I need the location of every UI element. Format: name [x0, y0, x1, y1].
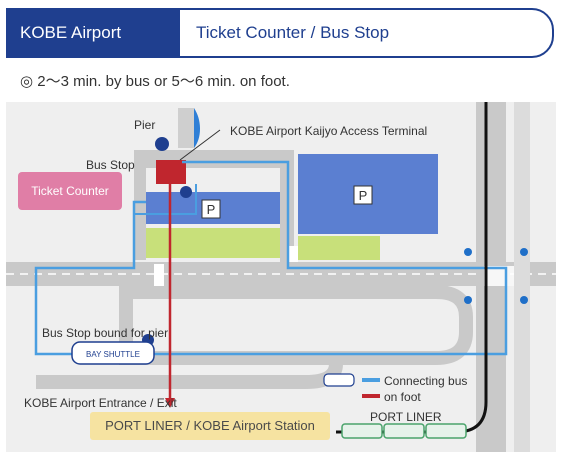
port-liner-train — [341, 423, 467, 439]
entrance-exit-label: KOBE Airport Entrance / Exit — [24, 396, 177, 410]
bus-stop-pier-label: Bus Stop bound for pier — [42, 326, 169, 340]
crosswalk-2 — [154, 264, 164, 286]
traffic-light-2 — [520, 248, 528, 256]
pier-label: Pier — [134, 118, 156, 132]
travel-time-note: ◎ 2〜3 min. by bus or 5〜6 min. on foot. — [20, 73, 290, 90]
east-road-2 — [514, 102, 530, 452]
traffic-light-3 — [464, 296, 472, 304]
port-liner-station-label: PORT LINER / KOBE Airport Station — [90, 412, 330, 440]
pier — [178, 108, 194, 148]
crosswalk-1 — [288, 246, 298, 262]
traffic-light-4 — [520, 296, 528, 304]
bay-shuttle-label: BAY SHUTTLE — [86, 350, 140, 359]
header-section-title: Ticket Counter / Bus Stop — [196, 23, 390, 42]
kaijyo-terminal-label: KOBE Airport Kaijyo Access Terminal — [230, 124, 428, 138]
parking-sign-2-label: P — [359, 188, 368, 203]
parking-sign-1 — [201, 199, 221, 219]
parking-sign-2 — [353, 185, 373, 205]
header-location-title: KOBE Airport — [8, 10, 180, 56]
parking-sign-1-label: P — [207, 202, 216, 217]
ticket-counter-label: Ticket Counter — [18, 172, 122, 210]
ticket-counter-building — [156, 160, 186, 184]
lower-loop-road — [119, 285, 473, 365]
foot-route-arrow — [165, 398, 175, 408]
bus-stop-label: Bus Stop — [86, 158, 135, 172]
green-area-1 — [146, 228, 280, 258]
bus-stop-icon-2 — [180, 186, 192, 198]
legend-connecting-bus: Connecting bus — [384, 374, 468, 388]
port-liner-label: PORT LINER — [370, 410, 442, 424]
terminal-road-west — [134, 150, 146, 260]
bus-route-branch — [134, 184, 197, 215]
traffic-light-1 — [464, 248, 472, 256]
airport-access-map: P P BAY SHUTTLE — [6, 102, 556, 452]
terminal-callout-line — [179, 129, 221, 161]
green-area-2 — [298, 236, 380, 260]
bus-route-line — [34, 160, 508, 356]
legend-on-foot: on foot — [384, 390, 421, 404]
bay-shuttle-bus — [71, 341, 155, 365]
legend-bus-icon — [323, 373, 355, 387]
bus-stop-icon-1 — [155, 137, 169, 151]
page-header: KOBE Airport Ticket Counter / Bus Stop — [6, 8, 554, 58]
